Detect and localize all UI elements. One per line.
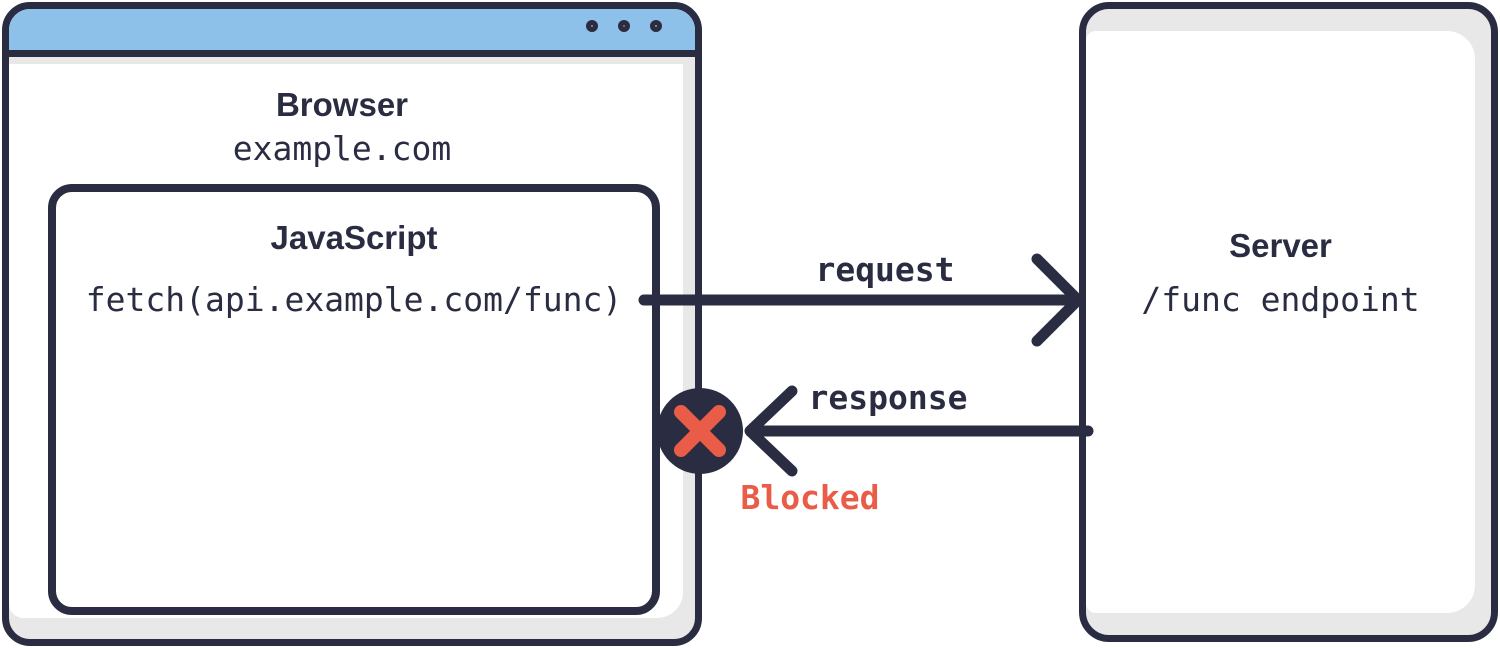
browser-titlebar xyxy=(9,9,695,57)
window-dot-red-icon xyxy=(618,20,630,32)
javascript-box xyxy=(48,184,660,615)
request-label: request xyxy=(815,250,955,289)
javascript-fetch-code: fetch(api.example.com/func) xyxy=(85,280,623,319)
server-box xyxy=(1079,2,1498,642)
window-dot-green-icon xyxy=(650,20,662,32)
window-dot-purple-icon xyxy=(586,20,598,32)
server-endpoint: /func endpoint xyxy=(1141,280,1420,319)
blocked-label: Blocked xyxy=(740,478,880,517)
server-content-panel xyxy=(1086,31,1475,613)
browser-domain: example.com xyxy=(232,129,452,168)
javascript-title: JavaScript xyxy=(270,219,438,256)
response-label: response xyxy=(808,378,968,417)
server-title: Server xyxy=(1229,227,1332,264)
browser-title: Browser xyxy=(275,86,409,123)
